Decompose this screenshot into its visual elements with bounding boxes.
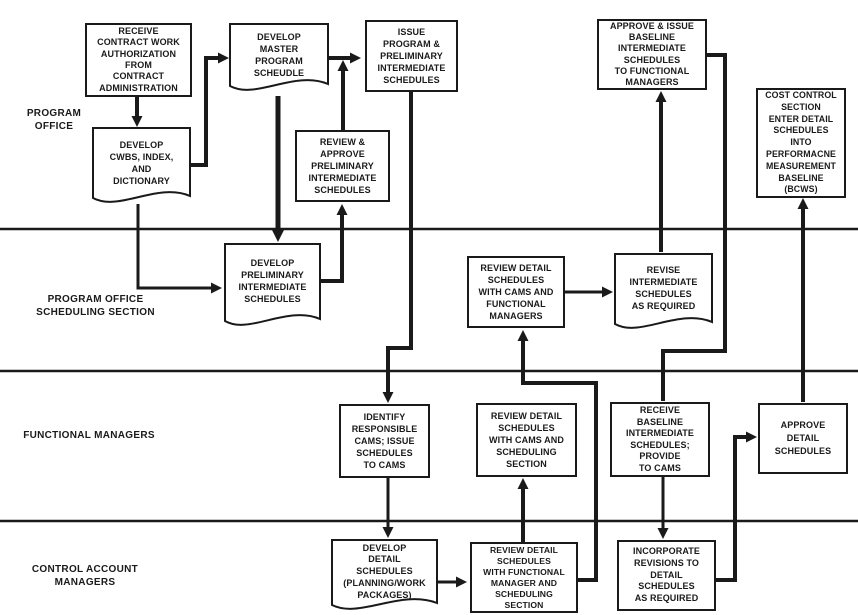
node-incorporate-revisions-to-detail-schedules: INCORPORATE REVISIONS TO DETAIL SCHEDULE… — [617, 540, 716, 611]
edge-cwbs-to-master — [190, 56, 219, 167]
node-cost-control-section-enter-detail-schedules: COST CONTROL SECTION ENTER DETAIL SCHEDU… — [756, 88, 846, 198]
lane-label-program-office-scheduling-section: PROGRAM OFFICE SCHEDULING SECTION — [36, 294, 155, 318]
node-identify-responsible-cams-issue-schedules: IDENTIFY RESPONSIBLE CAMS; ISSUE SCHEDUL… — [339, 404, 430, 478]
edge-cwbs-to-prelim — [136, 204, 211, 290]
lane-label-control-account-managers: CONTROL ACCOUNT MANAGERS — [31, 564, 139, 588]
node-review-approve-preliminary-intermediate-schedules: REVIEW & APPROVE PRELIMINARY INTERMEDIAT… — [295, 130, 390, 202]
node-develop-cwbs-index-dictionary: DEVELOP CWBS, INDEX, AND DICTIONARY — [109, 140, 174, 186]
document-shapes — [92, 23, 713, 610]
node-review-detail-schedules-with-functional-manager: REVIEW DETAIL SCHEDULES WITH FUNCTIONAL … — [470, 542, 578, 613]
flow-arrowheads — [131, 52, 809, 588]
node-develop-detail-schedules-planning-work-packages: DEVELOP DETAIL SCHEDULES (PLANNING/WORK … — [343, 542, 426, 600]
node-approve-detail-schedules: APPROVE DETAIL SCHEDULES — [758, 403, 848, 474]
node-issue-program-preliminary-intermediate-schedules: ISSUE PROGRAM & PRELIMINARY INTERMEDIATE… — [365, 20, 458, 92]
edge-prelim-to-reviewapprove — [320, 214, 344, 283]
node-receive-baseline-intermediate-schedules-provide-to-cams: RECEIVE BASELINE INTERMEDIATE SCHEDULES;… — [610, 402, 710, 477]
flow-connectors — [135, 53, 805, 584]
edge-incorporate-to-approvedetail — [716, 435, 747, 582]
document-shape-revise-intermediate — [614, 253, 713, 329]
document-shape-develop-master — [229, 23, 329, 91]
node-receive-contract-work-authorization: RECEIVE CONTRACT WORK AUTHORIZATION FROM… — [85, 23, 192, 97]
lane-label-functional-managers: FUNCTIONAL MANAGERS — [23, 430, 155, 441]
edge-reviewfm-to-reviewcamsfm — [521, 341, 598, 582]
document-shape-develop-prelim — [224, 243, 321, 326]
lane-label-program-office: PROGRAM OFFICE — [26, 108, 82, 132]
document-shape-develop-detail — [331, 539, 438, 610]
node-approve-issue-baseline-intermediate-schedules: APPROVE & ISSUE BASELINE INTERMEDIATE SC… — [597, 19, 707, 90]
lane-dividers — [0, 227, 858, 523]
edge-issue-to-identify — [386, 92, 413, 393]
node-review-detail-schedules-with-cams-and-scheduling-section: REVIEW DETAIL SCHEDULES WITH CAMS AND SC… — [476, 403, 577, 477]
node-revise-intermediate-schedules-as-required: REVISE INTERMEDIATE SCHEDULES AS REQUIRE… — [629, 265, 698, 311]
node-develop-master-program-schedule: DEVELOP MASTER PROGRAM SCHEUDLE — [253, 32, 305, 78]
node-develop-preliminary-intermediate-schedules: DEVELOP PRELIMINARY INTERMEDIATE SCHEDUL… — [238, 258, 307, 304]
document-shape-develop-cwbs — [92, 127, 191, 203]
node-review-detail-schedules-with-cams-and-functional-managers: REVIEW DETAIL SCHEDULES WITH CAMS AND FU… — [467, 256, 565, 328]
edge-approveissue-to-receivebaseline — [661, 53, 727, 401]
